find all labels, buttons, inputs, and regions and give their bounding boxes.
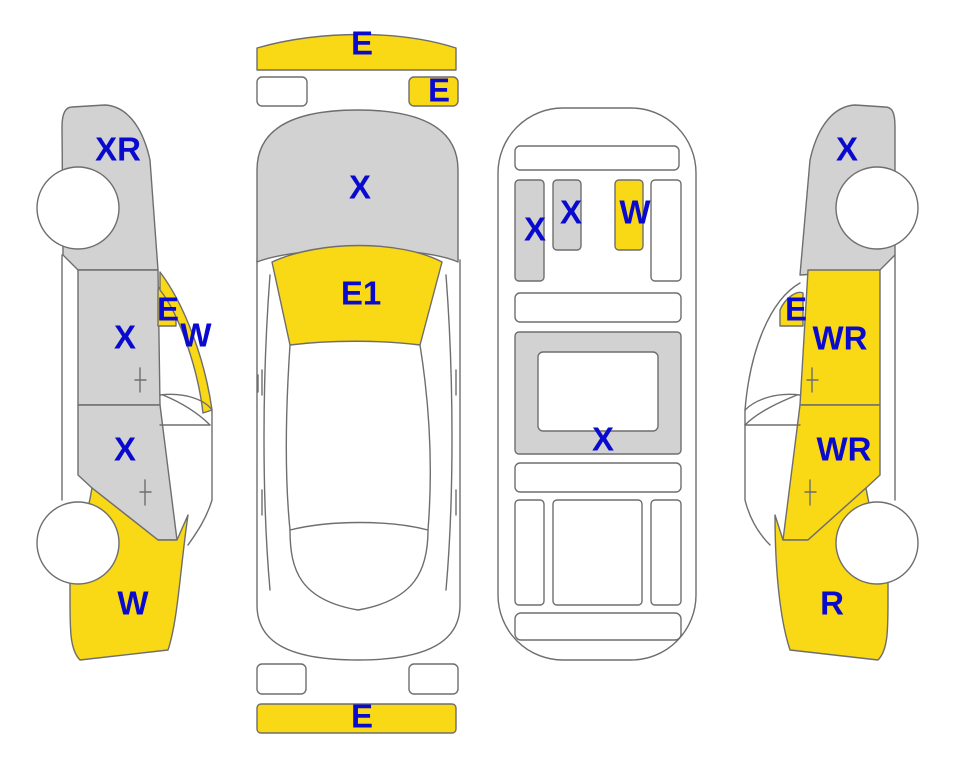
interior-left-seat-code: X bbox=[524, 211, 546, 248]
interior-console[interactable] bbox=[514, 292, 682, 323]
right-rear-door-code: WR bbox=[813, 320, 868, 357]
left-rear-door-code: X bbox=[114, 319, 136, 356]
right-front-wheel bbox=[835, 501, 919, 585]
left-front-wheel bbox=[36, 501, 120, 585]
right-roof-rear-code: X bbox=[836, 131, 858, 168]
top-left-taillight[interactable] bbox=[256, 663, 307, 695]
left-windshield-edge[interactable] bbox=[159, 271, 213, 414]
left-windshield-edge-code: W bbox=[180, 317, 212, 354]
top-front-bumper[interactable] bbox=[256, 33, 457, 71]
top-right-headlight[interactable] bbox=[408, 76, 459, 107]
top-right-taillight[interactable] bbox=[408, 663, 459, 695]
left-front-door-code: X bbox=[114, 431, 136, 468]
interior-center-seat-code: X bbox=[560, 194, 582, 231]
interior-floor-mat[interactable] bbox=[537, 351, 659, 432]
left-side-view bbox=[36, 104, 213, 661]
interior-dashboard[interactable] bbox=[514, 145, 680, 171]
interior-center-seat[interactable] bbox=[552, 179, 582, 251]
interior-view bbox=[497, 107, 697, 661]
interior-trunk[interactable] bbox=[514, 612, 682, 641]
top-left-headlight[interactable] bbox=[256, 76, 308, 107]
top-hood-code: X bbox=[349, 169, 371, 206]
interior-rear-center[interactable] bbox=[552, 499, 643, 606]
interior-right-panel[interactable] bbox=[650, 179, 682, 282]
right-side-view bbox=[744, 104, 919, 661]
right-quarter-glass[interactable] bbox=[779, 291, 804, 327]
top-front-bumper-code: E bbox=[351, 25, 373, 62]
interior-rear-left-seat[interactable] bbox=[514, 499, 545, 606]
top-view bbox=[256, 33, 461, 734]
interior-left-seat[interactable] bbox=[514, 179, 545, 282]
left-roof-rear-code: XR bbox=[95, 131, 141, 168]
top-rear-bumper[interactable] bbox=[256, 703, 457, 734]
right-front-door-code: WR bbox=[817, 431, 872, 468]
interior-outline bbox=[497, 107, 697, 661]
right-front-fender-code: R bbox=[820, 585, 844, 622]
right-rear-wheel bbox=[835, 166, 919, 250]
left-quarter-glass-code: E bbox=[157, 291, 179, 328]
top-rear-bumper-code: E bbox=[351, 698, 373, 735]
interior-rear-console[interactable] bbox=[514, 462, 682, 493]
damage-code-labels: XR X E W X W E E X E1 E X X W X X E WR W… bbox=[95, 25, 872, 735]
top-windshield-code: E1 bbox=[341, 275, 381, 312]
left-front-fender-code: W bbox=[117, 585, 149, 622]
interior-right-seat-code: W bbox=[619, 194, 651, 231]
right-quarter-glass-code: E bbox=[785, 291, 807, 328]
top-windshield[interactable] bbox=[271, 244, 443, 346]
left-rear-wheel bbox=[36, 166, 120, 250]
top-right-headlight-code: E bbox=[428, 72, 450, 109]
interior-right-seat[interactable] bbox=[614, 179, 644, 251]
interior-floor-code: X bbox=[592, 421, 614, 458]
interior-rear-right-seat[interactable] bbox=[650, 499, 682, 606]
